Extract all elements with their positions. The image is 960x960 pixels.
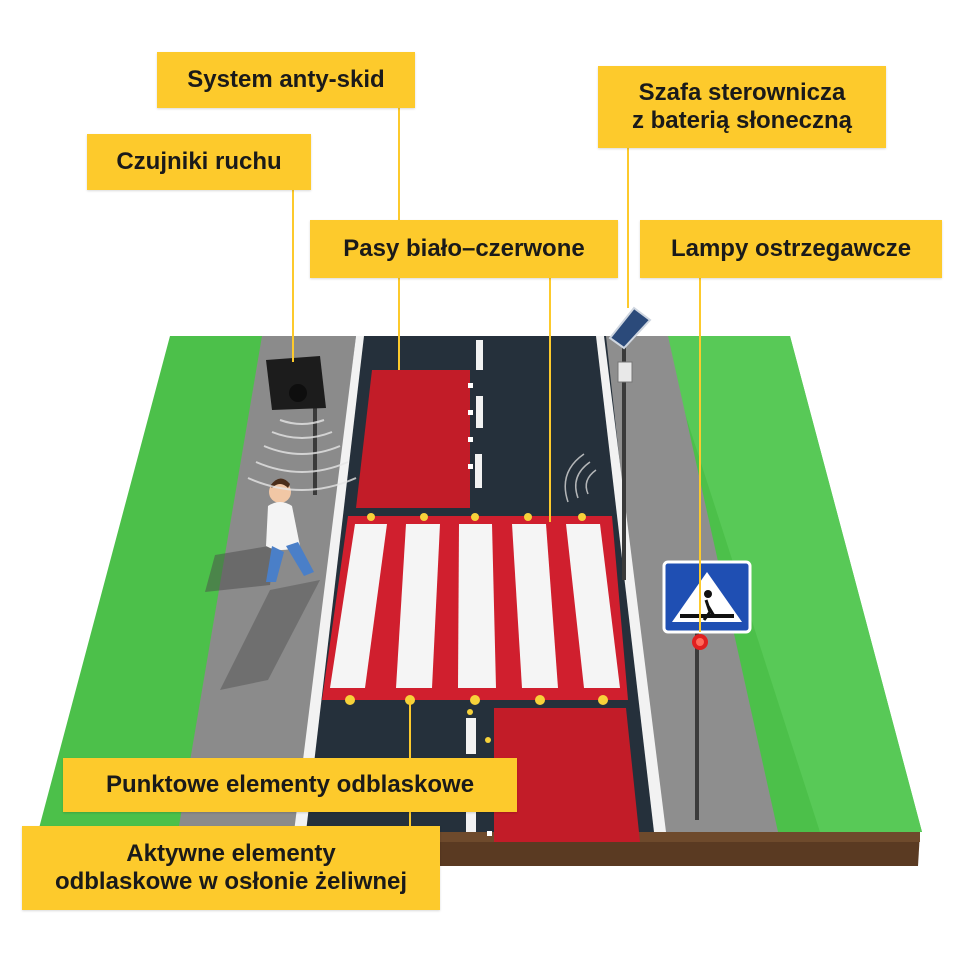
- label-warning-lamps-text: Lampy ostrzegawcze: [670, 235, 912, 262]
- anti-skid-area-top: [356, 370, 470, 508]
- label-active-reflectors-line2: odblaskowe w osłonie żeliwnej: [54, 868, 408, 895]
- label-point-reflectors: Punktowe elementy odblaskowe: [63, 758, 517, 812]
- label-control-cabinet-line1: Szafa sterownicza: [638, 79, 846, 106]
- label-red-white-stripes: Pasy biało–czerwone: [310, 220, 618, 278]
- grass-highlight: [660, 336, 922, 832]
- anti-skid-area-bottom: [494, 708, 640, 842]
- point-reflectors: [345, 513, 608, 743]
- label-active-reflectors: Aktywne elementy odblaskowe w osłonie że…: [22, 826, 440, 910]
- pedestrian-figure: [205, 478, 320, 690]
- road-center-studs: [468, 383, 492, 836]
- label-anti-skid-text: System anty-skid: [187, 66, 385, 93]
- label-control-cabinet-line2: z baterią słoneczną: [631, 107, 853, 134]
- solar-panel-icon: [564, 306, 652, 580]
- road-edge-right: [596, 336, 666, 832]
- label-warning-lamps: Lampy ostrzegawcze: [640, 220, 942, 278]
- label-motion-sensors-text: Czujniki ruchu: [116, 148, 282, 175]
- label-motion-sensors: Czujniki ruchu: [87, 134, 311, 190]
- pedestrian-crossing-sign-icon: [662, 560, 752, 820]
- label-point-reflectors-text: Punktowe elementy odblaskowe: [105, 771, 475, 798]
- label-red-white-stripes-text: Pasy biało–czerwone: [343, 235, 585, 262]
- label-active-reflectors-line1: Aktywne elementy: [126, 840, 336, 867]
- motion-sensor-icon: [247, 356, 357, 495]
- leader-lines: [292, 108, 701, 828]
- label-anti-skid: System anty-skid: [157, 52, 415, 108]
- label-control-cabinet: Szafa sterownicza z baterią słoneczną: [598, 66, 886, 148]
- road-edge-left: [294, 336, 364, 832]
- center-dashed-line: [466, 340, 483, 832]
- crosswalk-white-stripes: [330, 524, 620, 688]
